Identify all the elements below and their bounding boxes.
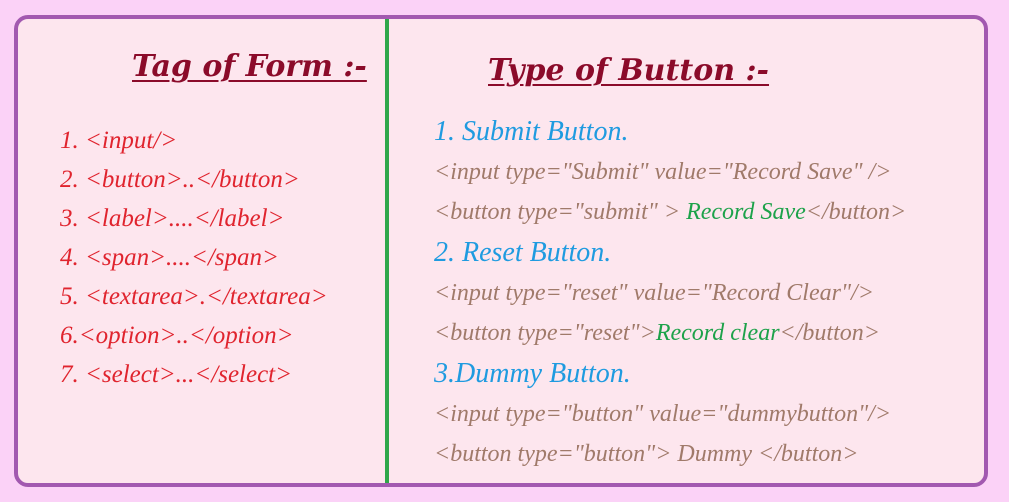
dummy-input-code: <input type="button" value="dummybutton"…: [434, 401, 892, 427]
code-prefix: <button type="submit" >: [434, 199, 687, 225]
list-item: 5. <textarea>.</textarea>: [60, 283, 328, 310]
submit-button-code: <button type="submit" > Record Save</but…: [434, 192, 906, 232]
list-item: 6.<option>..</option>: [60, 322, 294, 349]
dummy-button-code: <button type="button"> Dummy </button>: [434, 441, 859, 467]
reset-input-code: <input type="reset" value="Record Clear"…: [434, 280, 874, 306]
list-item: 7. <select>...</select>: [60, 361, 292, 388]
list-item: 1. <input/>: [60, 127, 178, 154]
list-item: 4. <span>....</span>: [60, 244, 279, 271]
code-prefix: <button type="reset">: [434, 320, 656, 346]
reset-button-title: 2. Reset Button.: [434, 237, 612, 268]
tag-of-form-heading: Tag of Form :-: [132, 49, 367, 84]
button-label-text: Record Save: [686, 199, 806, 225]
content-card: Tag of Form :- 1. <input/> 2. <button>..…: [14, 15, 988, 487]
column-divider: [385, 19, 389, 483]
code-suffix: </button>: [805, 199, 907, 225]
list-item: 2. <button>..</button>: [60, 166, 300, 193]
reset-button-code: <button type="reset">Record clear</butto…: [434, 313, 906, 353]
form-tags-list: 1. <input/> 2. <button>..</button> 3. <l…: [60, 121, 328, 394]
submit-input-code: <input type="Submit" value="Record Save"…: [434, 159, 892, 185]
button-types-section: 1. Submit Button. <input type="Submit" v…: [434, 111, 906, 474]
list-item: 3. <label>....</label>: [60, 205, 285, 232]
code-suffix: </button>: [779, 320, 880, 346]
button-label-text: Record clear: [655, 320, 780, 346]
submit-button-title: 1. Submit Button.: [434, 116, 629, 147]
type-of-button-heading: Type of Button :-: [488, 53, 770, 88]
dummy-button-title: 3.Dummy Button.: [434, 358, 631, 389]
